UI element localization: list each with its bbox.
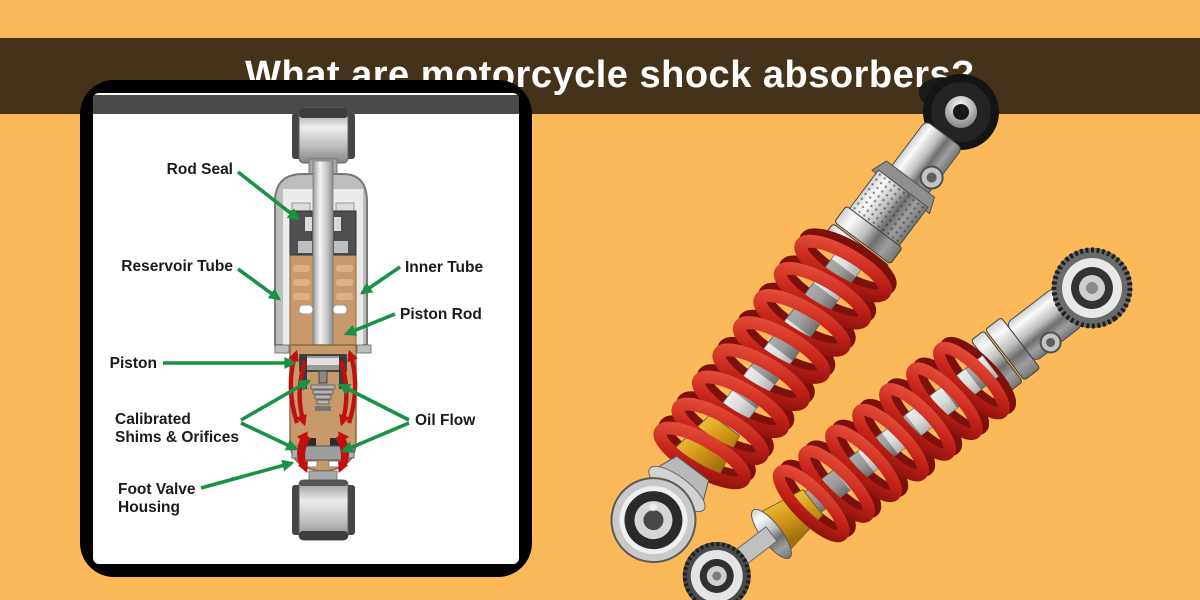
- label-calibrated-1: Calibrated: [115, 411, 191, 428]
- label-reservoir-tube: Reservoir Tube: [121, 258, 233, 275]
- shock-absorbers-photo: [610, 74, 1133, 600]
- label-rod-seal: Rod Seal: [167, 161, 233, 178]
- diagram-panel-inner: Rod Seal Reservoir Tube Inner Tube Pisto…: [93, 93, 519, 564]
- shock2-bottom-eyelet: [682, 541, 751, 600]
- shock2-top-eyelet: [1051, 247, 1133, 329]
- label-calibrated-2: Shims & Orifices: [115, 429, 239, 446]
- diagram-bottom-eyelet: [292, 479, 355, 541]
- shock1-preload-collar: [835, 206, 902, 264]
- diagram-rod-seal: [289, 202, 357, 256]
- diagram-wall-stub-right: [356, 344, 372, 354]
- label-oil-flow: Oil Flow: [415, 412, 476, 429]
- shock-absorber-left: [610, 74, 999, 564]
- diagram-piston-rod: [312, 160, 334, 374]
- diagram-top-strip: [93, 95, 519, 114]
- label-foot-valve-2: Housing: [118, 499, 180, 516]
- label-arrows: [163, 170, 410, 490]
- diagram-wall-stub-left: [274, 344, 290, 354]
- shock2-preload-collar: [985, 318, 1040, 380]
- label-piston-rod: Piston Rod: [400, 306, 482, 323]
- diagram-piston: [299, 354, 347, 411]
- shock-absorber-right: [682, 247, 1133, 600]
- shock-cutaway-diagram: Rod Seal Reservoir Tube Inner Tube Pisto…: [93, 95, 519, 541]
- diagram-top-eyelet: [292, 107, 355, 164]
- label-inner-tube: Inner Tube: [405, 259, 483, 276]
- diagram-panel: Rod Seal Reservoir Tube Inner Tube Pisto…: [80, 80, 532, 577]
- label-foot-valve-1: Foot Valve: [118, 481, 196, 498]
- shock1-top-eyelet: [918, 74, 999, 150]
- label-piston: Piston: [110, 355, 157, 372]
- shock1-bottom-eyelet: [610, 477, 697, 564]
